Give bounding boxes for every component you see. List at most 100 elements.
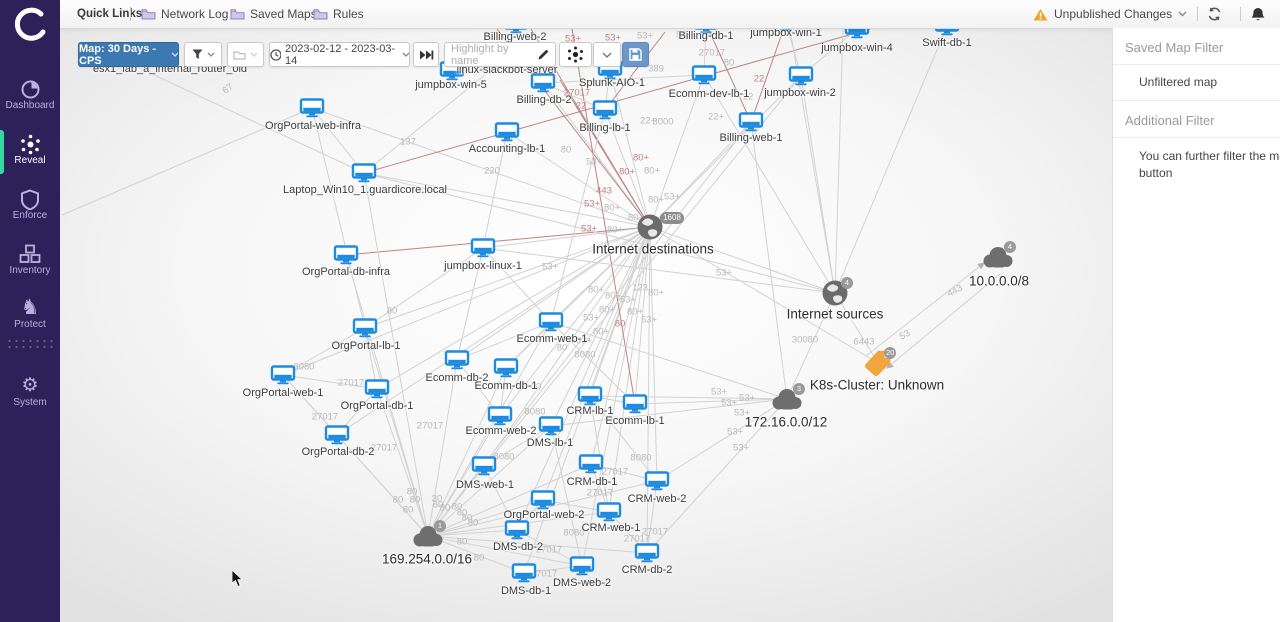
edge-label: 27017 — [698, 47, 726, 59]
sidebar-item-label: Protect — [14, 319, 46, 330]
map-edge — [482, 247, 552, 323]
chevron-down-icon — [171, 52, 178, 57]
edge-label: 8080 — [293, 361, 315, 373]
map-selector-button[interactable]: Map: 30 Days - CPS — [78, 42, 179, 67]
sidebar-item-protect[interactable]: ♞Protect — [0, 297, 60, 331]
map-edge — [282, 374, 338, 436]
sidebar-dotted-separator — [6, 338, 54, 351]
edge-label: 80 — [614, 318, 626, 330]
edge-label: 27017 — [623, 533, 651, 545]
map-edge — [427, 534, 525, 574]
folder-button[interactable] — [227, 42, 264, 67]
notifications-button[interactable] — [1251, 0, 1265, 28]
chevron-down-icon — [207, 52, 214, 57]
edge-label: 53+ — [640, 314, 658, 326]
map-edge — [646, 398, 788, 554]
map-edge — [499, 226, 651, 417]
cluster-view-button[interactable] — [559, 42, 592, 67]
more-options-button[interactable] — [593, 42, 621, 67]
edge-label: 22 — [753, 73, 765, 85]
map-edge — [483, 226, 651, 467]
map-edge — [311, 107, 651, 229]
sidebar-item-label: System — [13, 397, 47, 408]
node-label: Swift-db-1 — [922, 37, 972, 49]
node-label: OrgPortal-db-2 — [301, 446, 375, 458]
map-edge — [834, 292, 879, 364]
topbar-nav-network-log[interactable]: Network Log — [141, 0, 228, 28]
edge-label: 53+ — [710, 386, 728, 398]
edge-label: 53+ — [580, 223, 598, 235]
map-edge — [703, 74, 836, 294]
edge-label: 30 — [431, 493, 443, 505]
filter-button[interactable] — [184, 42, 222, 67]
map-edge — [427, 425, 552, 537]
node-count-badge: 1608 — [660, 212, 684, 224]
node-label: Billing-lb-1 — [579, 122, 631, 134]
edge-label: 53+ — [732, 442, 750, 454]
node-count-badge: 1 — [434, 520, 446, 532]
sidebar-item-system[interactable]: ⚙System — [0, 375, 60, 408]
node-label: Ecomm-db-1 — [474, 380, 538, 392]
node-label: OrgPortal-db-infra — [301, 266, 391, 278]
folder-icon — [230, 9, 245, 20]
inventory-icon — [0, 243, 60, 265]
map-edge — [550, 425, 583, 567]
topbar-nav-rules[interactable]: Rules — [313, 0, 364, 28]
map-edge — [550, 226, 651, 427]
filter-funnel-icon — [192, 49, 202, 59]
map-edge — [571, 28, 638, 405]
map-edge — [363, 172, 431, 537]
active-item-indicator — [0, 130, 4, 174]
edge-label: 80 — [392, 494, 404, 506]
edge-label: 8080 — [630, 452, 652, 464]
quick-links-label[interactable]: Quick Links — [77, 8, 143, 20]
edge-label: 30080 — [791, 334, 819, 346]
sidebar-item-enforce[interactable]: Enforce — [0, 188, 60, 221]
sidebar-item-dashboard[interactable]: Dashboard — [0, 78, 60, 111]
unpublished-changes[interactable]: Unpublished Changes — [1033, 0, 1187, 28]
node-label: Billing-web-2 — [483, 31, 547, 43]
edge-label: 80 — [556, 342, 568, 354]
map-selector-label: Map: 30 Days - CPS — [79, 42, 157, 67]
edge-label: 80 — [439, 502, 451, 514]
additional-filter-text: You can further filter the map at a butt… — [1113, 138, 1280, 186]
map-edge — [589, 395, 658, 482]
bell-icon — [1251, 7, 1265, 20]
saved-map-filter-value: Unfiltered map — [1113, 65, 1280, 101]
sidebar-item-inventory[interactable]: Inventory — [0, 243, 60, 276]
highlight-by-name-input[interactable]: Highlight by name — [444, 42, 556, 67]
refresh-button[interactable] — [1207, 0, 1222, 28]
sidebar-item-label: Enforce — [12, 210, 48, 221]
edge-label: 53+ — [738, 392, 756, 404]
warning-icon — [1033, 8, 1048, 20]
node-label: OrgPortal-db-1 — [340, 400, 414, 412]
additional-filter-line1: You can further filter the map at a — [1139, 149, 1280, 163]
edge-label: 80 — [530, 381, 542, 393]
map-edge — [886, 273, 1001, 369]
topbar-separator — [1197, 7, 1198, 21]
folder-icon — [141, 9, 156, 20]
date-range-button[interactable]: 2023-02-12 - 2023-03-14 — [269, 42, 410, 67]
node-count-badge: 4 — [841, 277, 853, 289]
edge-label: 22 — [575, 100, 587, 112]
map-edge — [542, 82, 651, 228]
map-edge — [482, 224, 651, 249]
map-edge — [649, 226, 879, 364]
sidebar-item-reveal[interactable]: Reveal — [0, 133, 60, 166]
chevron-down-icon — [250, 52, 258, 57]
node-label: Ecomm-dev-lb-1 — [668, 88, 750, 100]
map-edge — [834, 28, 844, 294]
edge-label: 27017 — [337, 377, 365, 389]
edge-label: 53+ — [663, 191, 681, 203]
skip-to-end-button[interactable] — [413, 42, 439, 67]
map-edge — [834, 25, 948, 294]
topbar-separator — [130, 7, 131, 21]
edge-label: 123 — [632, 282, 648, 294]
edge-label: 53+ — [675, 29, 693, 41]
map-edge — [604, 31, 666, 111]
save-map-button[interactable] — [622, 42, 649, 67]
clock-icon — [270, 48, 282, 61]
edge-label: 6443 — [853, 336, 875, 348]
topbar-nav-saved-maps[interactable]: Saved Maps — [230, 0, 317, 28]
